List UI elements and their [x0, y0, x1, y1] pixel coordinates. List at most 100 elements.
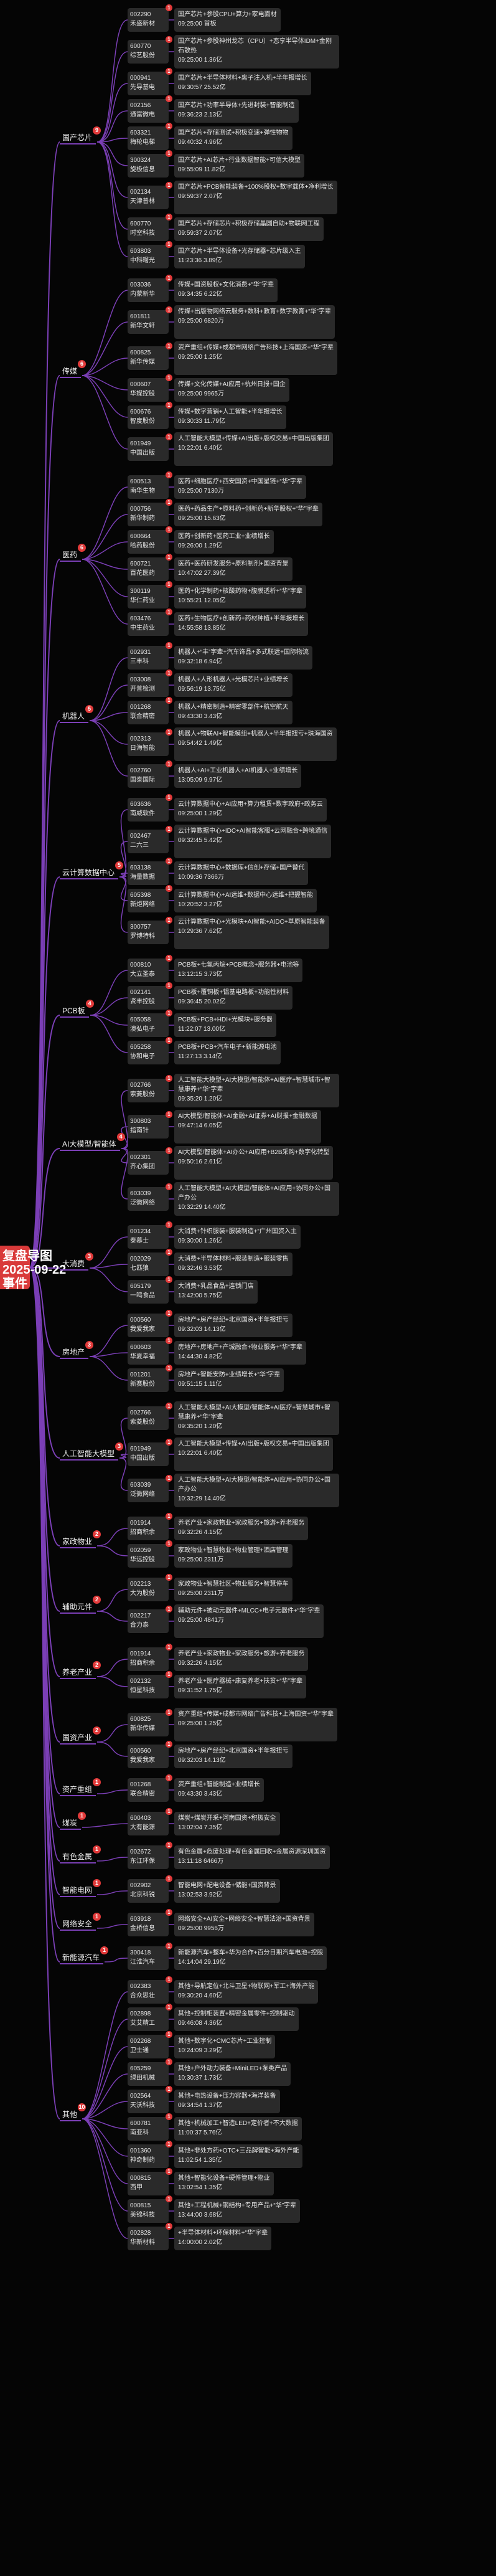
root-node[interactable]: 复盘导图 2025-09-22 事件: [0, 1246, 66, 1290]
